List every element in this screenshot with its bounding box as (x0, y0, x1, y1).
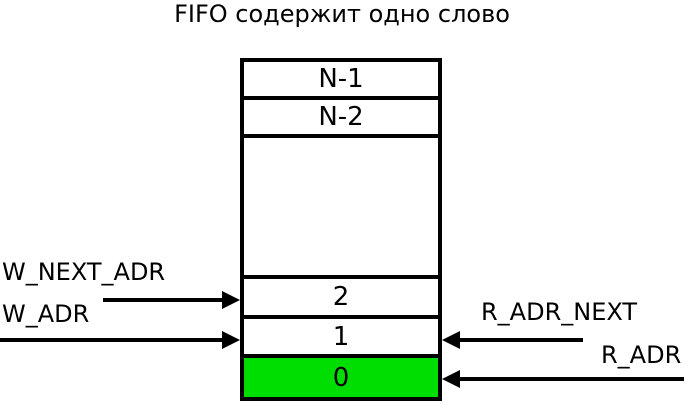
r-adr-label: R_ADR (601, 341, 682, 369)
w-adr-arrow-head (222, 331, 240, 349)
fifo-cell-middle-empty (244, 134, 438, 275)
fifo-cell-0: 0 (244, 354, 438, 397)
fifo-cell-n2-label: N-2 (318, 102, 364, 132)
fifo-memory-array: N-1 N-2 2 1 0 (240, 58, 442, 401)
fifo-cell-1: 1 (244, 315, 438, 354)
fifo-cell-n1: N-1 (244, 62, 438, 96)
diagram-title: FIFO содержит одно слово (174, 0, 510, 28)
w-adr-label: W_ADR (2, 300, 90, 328)
r-adr-next-label: R_ADR_NEXT (481, 298, 638, 326)
fifo-cell-2: 2 (244, 275, 438, 315)
w-adr-arrow-line (0, 338, 224, 342)
r-adr-arrow-line (458, 377, 684, 381)
r-adr-arrow-head (442, 370, 460, 388)
fifo-cell-2-label: 2 (332, 282, 350, 312)
r-adr-next-arrow-head (442, 331, 460, 349)
fifo-cell-n1-label: N-1 (318, 64, 364, 94)
w-next-adr-arrow-line (103, 298, 224, 302)
w-next-adr-arrow-head (222, 291, 240, 309)
fifo-cell-1-label: 1 (332, 321, 350, 352)
r-adr-next-arrow-line (458, 338, 583, 342)
fifo-cell-n2: N-2 (244, 96, 438, 134)
fifo-cell-0-label: 0 (332, 362, 350, 393)
w-next-adr-label: W_NEXT_ADR (2, 258, 166, 286)
